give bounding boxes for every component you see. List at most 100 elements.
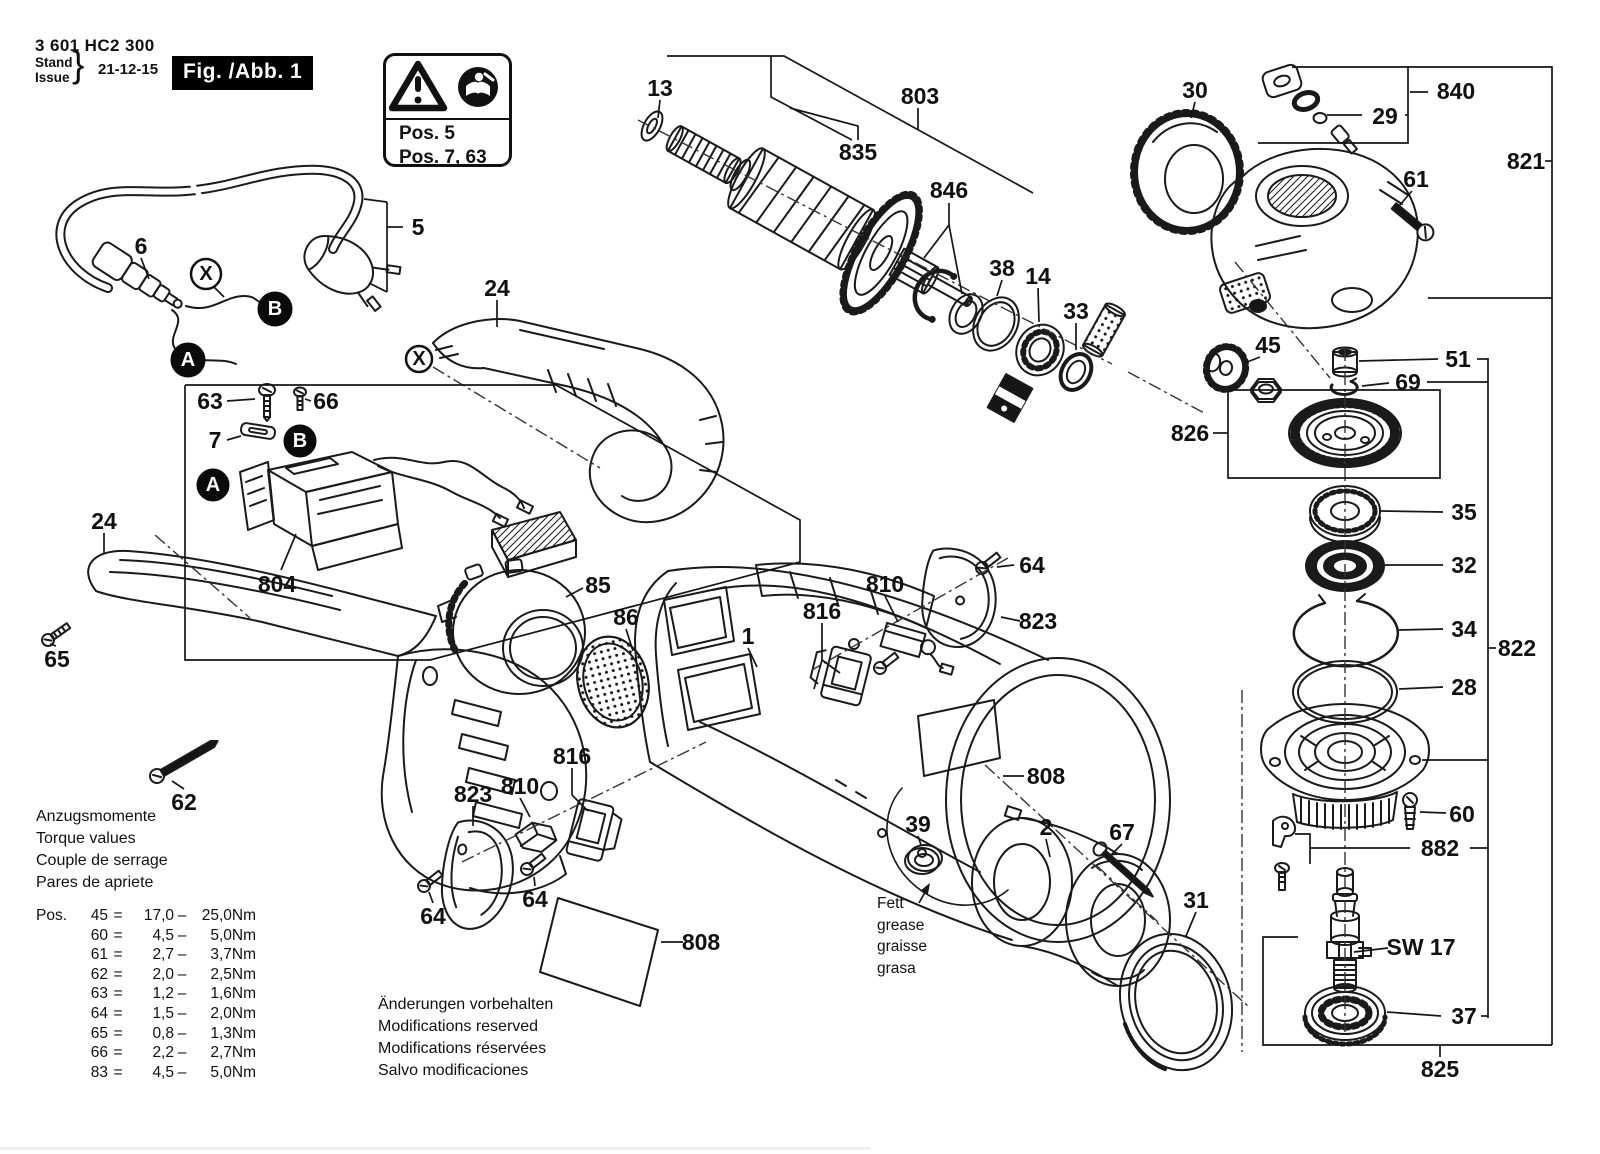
torque-cell: –	[177, 926, 187, 944]
top-cover-drawing	[432, 318, 725, 524]
leader-line	[821, 659, 841, 674]
torque-cell: 62	[90, 965, 108, 983]
leader-line	[1353, 947, 1389, 953]
part-callout-34: 34	[1451, 616, 1477, 642]
torque-cell	[36, 1004, 80, 1024]
modifications-line: Modifications réservées	[378, 1040, 547, 1057]
part-callout-85: 85	[585, 572, 611, 598]
torque-row: 65=0,8–1,3Nm	[36, 1024, 256, 1044]
part-callout-835: 835	[839, 139, 878, 165]
torque-cell	[36, 945, 80, 965]
part-callout-69: 69	[1395, 369, 1421, 395]
torque-title-line: Pares de apriete	[36, 874, 154, 891]
ring-33-drawing	[1058, 352, 1094, 392]
leader-line	[519, 797, 531, 818]
part-callout-846: 846	[930, 177, 968, 203]
marker-letter-B: B	[268, 298, 282, 320]
leader-line	[625, 628, 634, 652]
part-callout-64: 64	[1019, 552, 1045, 578]
spring-ring-34-drawing	[1292, 593, 1400, 668]
part-callout-825: 825	[1421, 1056, 1460, 1082]
torque-cell: 17,0	[143, 907, 174, 924]
part-callout-64: 64	[522, 886, 548, 912]
power-cord-drawing	[55, 164, 402, 365]
part-callout-39: 39	[905, 811, 931, 837]
part-callout-32: 32	[1451, 552, 1477, 578]
screw-66-drawing	[293, 386, 307, 411]
torque-cell: 66	[90, 1044, 108, 1062]
part-callout-51: 51	[1445, 346, 1471, 372]
part-callout-804: 804	[258, 571, 297, 597]
part-callout-SW17: SW 17	[1386, 934, 1455, 960]
part-callout-826: 826	[1171, 420, 1209, 446]
torque-cell: 2,0	[152, 965, 174, 983]
leader-line	[304, 398, 312, 402]
spindle-lock-parts-drawing	[1261, 63, 1358, 155]
leader-line	[948, 224, 963, 295]
part-callout-35: 35	[1451, 499, 1477, 525]
screw-67-drawing	[1092, 841, 1154, 898]
bracket-line	[1227, 389, 1441, 479]
marker-letter-A: A	[206, 474, 220, 496]
issue-date: 21-12-15	[98, 61, 159, 78]
leader-line	[996, 564, 1015, 568]
center-axis-line	[154, 534, 251, 619]
leader-line	[533, 876, 536, 887]
figure-label: Fig. /Abb. 1	[172, 56, 314, 90]
stand-label: Stand	[35, 55, 73, 70]
torque-cell: =	[113, 926, 123, 944]
nut-45-drawing	[1250, 378, 1282, 403]
bracket-line	[363, 198, 388, 203]
torque-cell: =	[113, 965, 123, 983]
torque-cell: 5,0Nm	[210, 1063, 256, 1081]
screw-62-drawing	[149, 739, 219, 784]
grease-line: grasa	[877, 959, 916, 977]
center-axis-line	[637, 119, 1113, 365]
leader-line	[747, 647, 758, 668]
warning-triangle-icon	[388, 60, 447, 112]
part-callout-810: 810	[501, 773, 539, 799]
brush-block-drawing	[986, 373, 1034, 423]
leader-line	[140, 257, 150, 280]
warning-box: Pos. 5 Pos. 7, 63	[383, 53, 512, 168]
leader-line	[923, 224, 950, 259]
snap-ring-drawing	[912, 268, 958, 323]
torque-cell: 63	[90, 985, 108, 1003]
bracket-line	[918, 886, 929, 904]
bracket-line	[1258, 66, 1409, 144]
leader-line	[789, 107, 859, 140]
marker-circle-A	[196, 468, 230, 502]
torque-row: Pos.45=17,0–25,0Nm	[36, 906, 256, 926]
switch-module-drawing	[239, 383, 577, 578]
marker-letter-X: X	[412, 348, 426, 370]
part-callout-24: 24	[484, 275, 510, 301]
torque-cell	[36, 1063, 80, 1083]
leader-line	[226, 435, 242, 441]
torque-cell: 60	[90, 926, 108, 944]
torque-cell: 83	[90, 1063, 108, 1081]
torque-cell: =	[113, 1004, 123, 1022]
grease-line: grease	[877, 916, 925, 934]
screw-882-drawing	[1274, 862, 1290, 891]
leader-line	[1111, 843, 1123, 855]
part-callout-63: 63	[197, 388, 223, 414]
torque-cell: 1,6Nm	[210, 985, 256, 1003]
part-number: 3 601 HC2 300	[35, 36, 155, 55]
grease-line: graisse	[877, 938, 927, 955]
part-callout-821: 821	[1507, 148, 1546, 174]
part-callout-64: 64	[420, 903, 446, 929]
lever-882-drawing	[1272, 815, 1297, 848]
torque-cell: 2,2	[152, 1044, 174, 1062]
marker-letter-X: X	[199, 263, 213, 285]
torque-cell	[36, 965, 80, 985]
screw-60-drawing	[1402, 792, 1418, 830]
button-7-drawing	[239, 422, 277, 440]
torque-cell: –	[177, 907, 187, 924]
torque-cell: 45	[90, 907, 108, 924]
torque-cell: –	[177, 985, 187, 1003]
bracket-line	[184, 384, 801, 661]
screw-64b-drawing	[873, 651, 900, 675]
leader-line	[1419, 811, 1447, 814]
screw-61-drawing	[1390, 202, 1435, 242]
